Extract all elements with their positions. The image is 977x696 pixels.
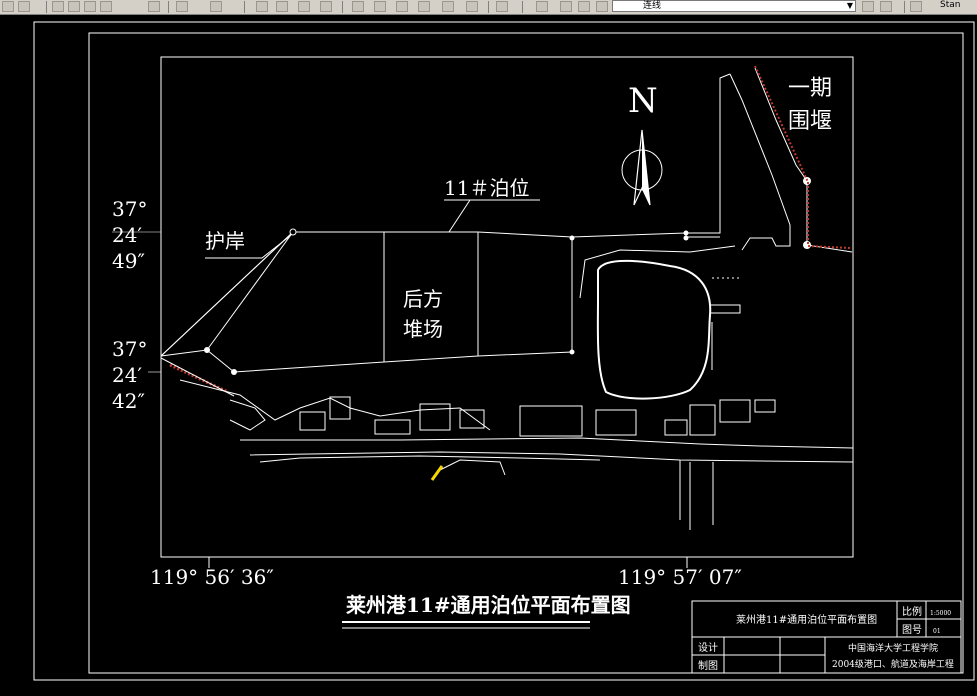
text-style-dropdown[interactable]: Stan	[922, 0, 977, 12]
layer-freeze-icon[interactable]	[578, 1, 590, 12]
revetment-leader	[261, 235, 291, 259]
make-current-layer-icon[interactable]	[862, 1, 874, 12]
lat-top-min: 24′	[112, 223, 142, 247]
lat-bottom-sec: 42″	[112, 389, 145, 413]
zoom-window-icon[interactable]	[298, 1, 310, 12]
redo-icon[interactable]	[210, 1, 222, 12]
toolbar-separator	[46, 1, 47, 13]
match-properties-icon[interactable]	[100, 1, 112, 12]
lat-top-deg: 37°	[112, 197, 147, 221]
tb-sheet-label: 图号	[902, 624, 922, 636]
pond-road	[579, 245, 736, 299]
markup-icon[interactable]	[442, 1, 454, 12]
yard-label-line1: 后方	[403, 287, 443, 311]
toolbar-separator	[904, 1, 905, 13]
calculator-icon[interactable]	[466, 1, 478, 12]
cad-toolbar: 连线 ▼ Stan	[0, 0, 977, 15]
highlighted-segment	[430, 465, 444, 481]
help-icon[interactable]	[496, 1, 508, 12]
revetment-label: 护岸	[205, 229, 245, 253]
save-icon[interactable]	[18, 1, 30, 12]
zoom-realtime-icon[interactable]	[276, 1, 288, 12]
north-arrow	[621, 129, 663, 206]
layer-dropdown[interactable]: 连线 ▼	[612, 0, 856, 12]
chevron-down-icon[interactable]: ▼	[846, 1, 853, 10]
lat-bottom-min: 24′	[112, 363, 142, 387]
toolbar-separator	[342, 1, 343, 13]
paste-icon[interactable]	[84, 1, 96, 12]
map-frame	[160, 56, 854, 558]
latitude-top: 37° 24′ 49″	[112, 197, 147, 273]
lat-top-sec: 49″	[112, 249, 145, 273]
layer-lock-icon[interactable]	[596, 1, 608, 12]
inner-frame	[88, 32, 964, 674]
pan-icon[interactable]	[256, 1, 268, 12]
toolbar-separator	[488, 1, 489, 13]
text-style-name: Stan	[940, 0, 961, 10]
phase-one-label-line1: 一期	[788, 76, 832, 101]
existing-port-area	[179, 379, 854, 530]
tb-draw-label: 制图	[698, 659, 718, 672]
zoom-previous-icon[interactable]	[320, 1, 332, 12]
open-icon[interactable]	[2, 1, 14, 12]
text-style-icon[interactable]	[910, 1, 922, 12]
berth-leader	[448, 199, 471, 233]
pond-side-structures	[709, 277, 741, 370]
toolbar-separator	[168, 1, 169, 13]
outer-frame	[33, 21, 975, 681]
north-label: N	[628, 81, 658, 121]
lon-left-label: 119° 56′ 36″	[150, 565, 274, 589]
cofferdam-structure	[729, 67, 853, 253]
drawing-title: 莱州港11#通用泊位平面布置图	[346, 593, 631, 617]
layer-name: 连线	[643, 1, 662, 11]
layer-manager-icon[interactable]	[536, 1, 548, 12]
sheet-set-icon[interactable]	[418, 1, 430, 12]
undo-icon[interactable]	[176, 1, 188, 12]
tb-scale-value: 1:5000	[930, 610, 951, 617]
cofferdam-hatch	[754, 65, 851, 249]
tb-drawing-name: 莱州港11#通用泊位平面布置图	[736, 613, 877, 626]
toolbar-separator	[522, 1, 523, 13]
drawing-canvas[interactable]: N 一期 围堰 11＃泊位 护岸 后方 堆场 37° 24′ 49″ 37° 2…	[0, 14, 977, 696]
pond-outline	[596, 259, 712, 400]
properties-icon[interactable]	[352, 1, 364, 12]
phase-one-label-line2: 围堰	[788, 109, 832, 134]
layer-previous-icon[interactable]	[880, 1, 892, 12]
tb-sheet-value: 01	[933, 628, 941, 635]
tb-class: 2004级港口、航道及海岸工程	[832, 658, 954, 670]
pen-icon[interactable]	[148, 1, 160, 12]
title-block-grid	[691, 600, 962, 674]
layer-on-icon[interactable]	[560, 1, 572, 12]
tool-palette-icon[interactable]	[396, 1, 408, 12]
lon-right-label: 119° 57′ 07″	[618, 565, 742, 589]
revetment-line	[160, 357, 235, 397]
cut-icon[interactable]	[52, 1, 64, 12]
design-center-icon[interactable]	[374, 1, 386, 12]
berth-label: 11＃泊位	[444, 176, 529, 200]
tb-school: 中国海洋大学工程学院	[848, 642, 938, 654]
lat-bottom-deg: 37°	[112, 337, 147, 361]
yard-label-line2: 堆场	[403, 317, 443, 341]
tb-design-label: 设计	[698, 641, 718, 654]
copy-icon[interactable]	[68, 1, 80, 12]
latitude-bottom: 37° 24′ 42″	[112, 337, 147, 413]
toolbar-separator	[244, 1, 245, 13]
tb-scale-label: 比例	[902, 605, 922, 618]
